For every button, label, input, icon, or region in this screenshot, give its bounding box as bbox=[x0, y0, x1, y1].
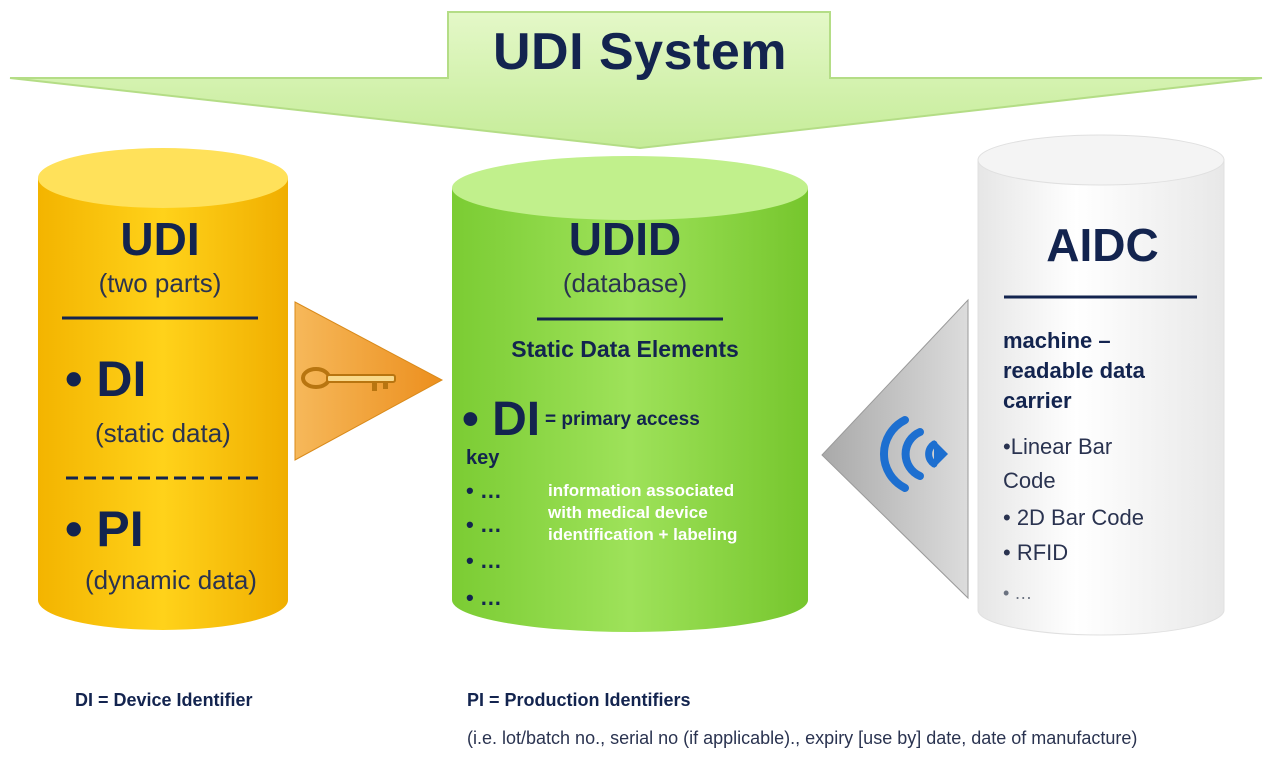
udid-cylinder bbox=[452, 156, 808, 632]
udid-bullet: • … bbox=[466, 548, 502, 573]
aidc-heading-line: machine – bbox=[1003, 328, 1111, 353]
aidc-heading-line: carrier bbox=[1003, 388, 1072, 413]
udid-bullet: • … bbox=[466, 512, 502, 537]
aidc-item: Code bbox=[1003, 468, 1056, 493]
pi-detail: (i.e. lot/batch no., serial no (if appli… bbox=[467, 728, 1138, 748]
udid-static-heading: Static Data Elements bbox=[511, 336, 739, 362]
udi-di-subtitle: (static data) bbox=[95, 418, 231, 448]
udid-info-line: with medical device bbox=[548, 503, 708, 522]
udi-di-label: • DI bbox=[65, 351, 147, 407]
udi-pi-subtitle: (dynamic data) bbox=[85, 565, 257, 595]
key-icon bbox=[301, 367, 396, 391]
udid-bullet: • … bbox=[466, 585, 502, 610]
udid-bullet: • … bbox=[466, 478, 502, 503]
aidc-item: • RFID bbox=[1003, 540, 1069, 565]
di-definition: DI = Device Identifier bbox=[75, 690, 253, 710]
pi-definition: PI = Production Identifiers bbox=[467, 690, 691, 710]
aidc-item: • … bbox=[1003, 583, 1033, 603]
udid-info-line: identification + labeling bbox=[548, 525, 738, 544]
signal-connector bbox=[821, 298, 969, 600]
udid-di-label: • DI bbox=[462, 393, 541, 446]
udid-info-text: information associated with medical devi… bbox=[548, 480, 818, 546]
aidc-item: •Linear Bar bbox=[1003, 434, 1113, 459]
aidc-title: AIDC bbox=[1046, 219, 1159, 271]
udi-title: UDI bbox=[120, 213, 200, 265]
banner-arrow bbox=[9, 11, 1263, 150]
aidc-heading: machine – readable data carrier bbox=[1003, 326, 1203, 416]
page-title: UDI System bbox=[493, 23, 787, 81]
key-connector bbox=[294, 301, 444, 461]
udid-di-description: = primary access bbox=[545, 409, 700, 430]
udid-title: UDID bbox=[568, 213, 682, 265]
wireless-signal-icon bbox=[880, 416, 948, 492]
aidc-cylinder bbox=[977, 134, 1225, 636]
aidc-item: • 2D Bar Code bbox=[1003, 505, 1144, 530]
udid-subtitle: (database) bbox=[562, 268, 688, 298]
aidc-heading-line: readable data bbox=[1003, 358, 1145, 383]
udi-pi-label: • PI bbox=[65, 501, 144, 557]
udi-cylinder bbox=[38, 148, 288, 630]
udi-subtitle: (two parts) bbox=[98, 268, 222, 298]
udid-key-label: key bbox=[466, 447, 500, 469]
udid-info-line: information associated bbox=[548, 481, 735, 500]
